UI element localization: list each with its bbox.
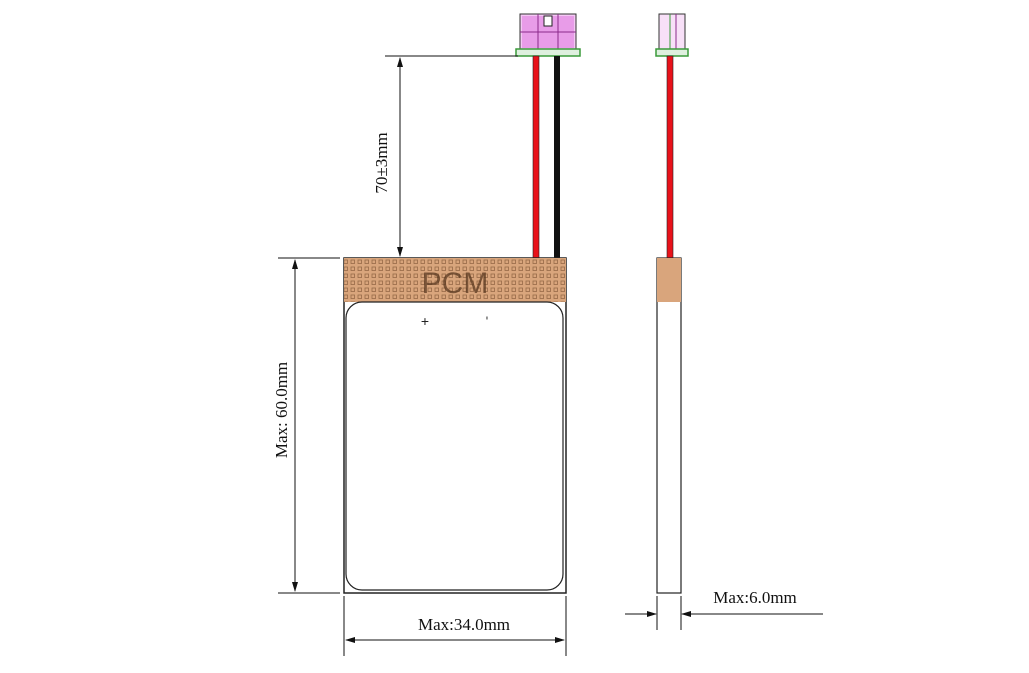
- battery-front: PCM + -: [343, 257, 567, 594]
- thickness-label: Max:6.0mm: [713, 588, 797, 607]
- cable-length-dimension: 70±3mm: [372, 55, 518, 257]
- height-label: Max: 60.0mm: [272, 362, 291, 458]
- wire-side: [666, 55, 674, 260]
- pcm-label: PCM: [422, 267, 489, 300]
- thickness-dimension: Max:6.0mm: [625, 588, 823, 630]
- connector-side: [655, 13, 689, 57]
- minus-terminal-label: -: [481, 316, 495, 320]
- cable-length-label: 70±3mm: [372, 132, 391, 193]
- connector-front: [515, 13, 581, 57]
- plus-terminal-label: +: [421, 313, 429, 329]
- width-dimension: Max:34.0mm: [343, 596, 567, 656]
- width-label: Max:34.0mm: [418, 615, 510, 634]
- battery-side: [656, 257, 682, 594]
- wires-front: [532, 55, 560, 260]
- height-dimension: Max: 60.0mm: [272, 257, 340, 594]
